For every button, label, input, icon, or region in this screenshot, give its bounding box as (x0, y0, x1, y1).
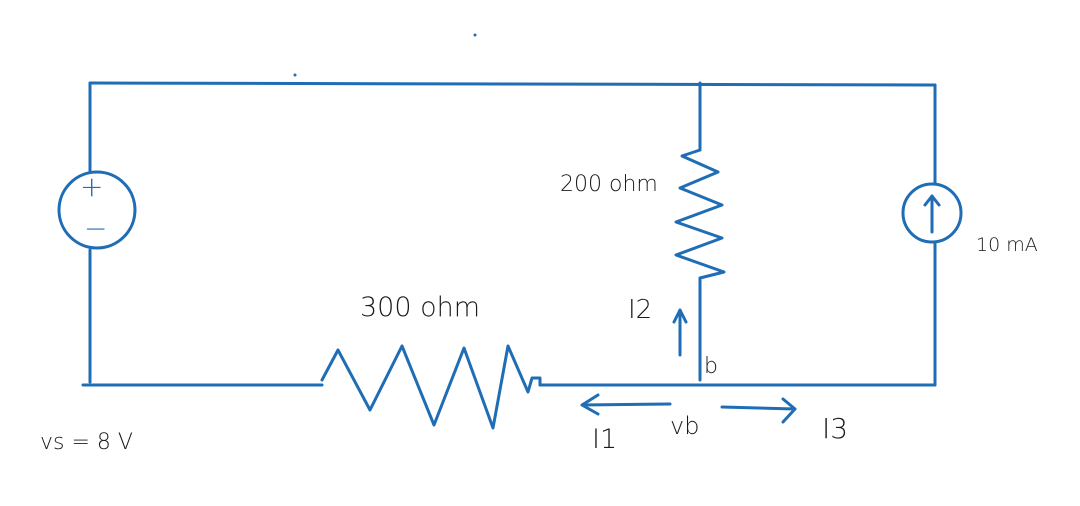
resistor-200-icon (674, 148, 726, 280)
i3-arrow-icon (720, 397, 797, 424)
node-b-label: b (704, 354, 718, 379)
i3-label: I3 (822, 412, 849, 445)
dot (473, 33, 477, 37)
i2-label: I2 (628, 295, 653, 325)
current-source-arrow-icon (923, 194, 941, 234)
top-wire (88, 81, 937, 87)
resistor-300-label: 300 ohm (360, 292, 481, 323)
vb-label: vb (670, 412, 700, 440)
resistor-200-label: 200 ohm (560, 172, 658, 197)
minus-sign: − (84, 212, 108, 245)
resistor-300-icon (320, 344, 542, 430)
i2-arrow-icon (672, 308, 688, 357)
i1-arrow-icon (580, 393, 672, 416)
dot (293, 73, 297, 77)
vs-label: vs = 8 V (40, 430, 133, 455)
current-source-icon (901, 182, 963, 244)
i1-label: I1 (592, 424, 618, 455)
current-source-label: 10 mA (976, 234, 1038, 256)
plus-sign: + (80, 170, 104, 203)
voltage-source-icon (57, 170, 137, 250)
